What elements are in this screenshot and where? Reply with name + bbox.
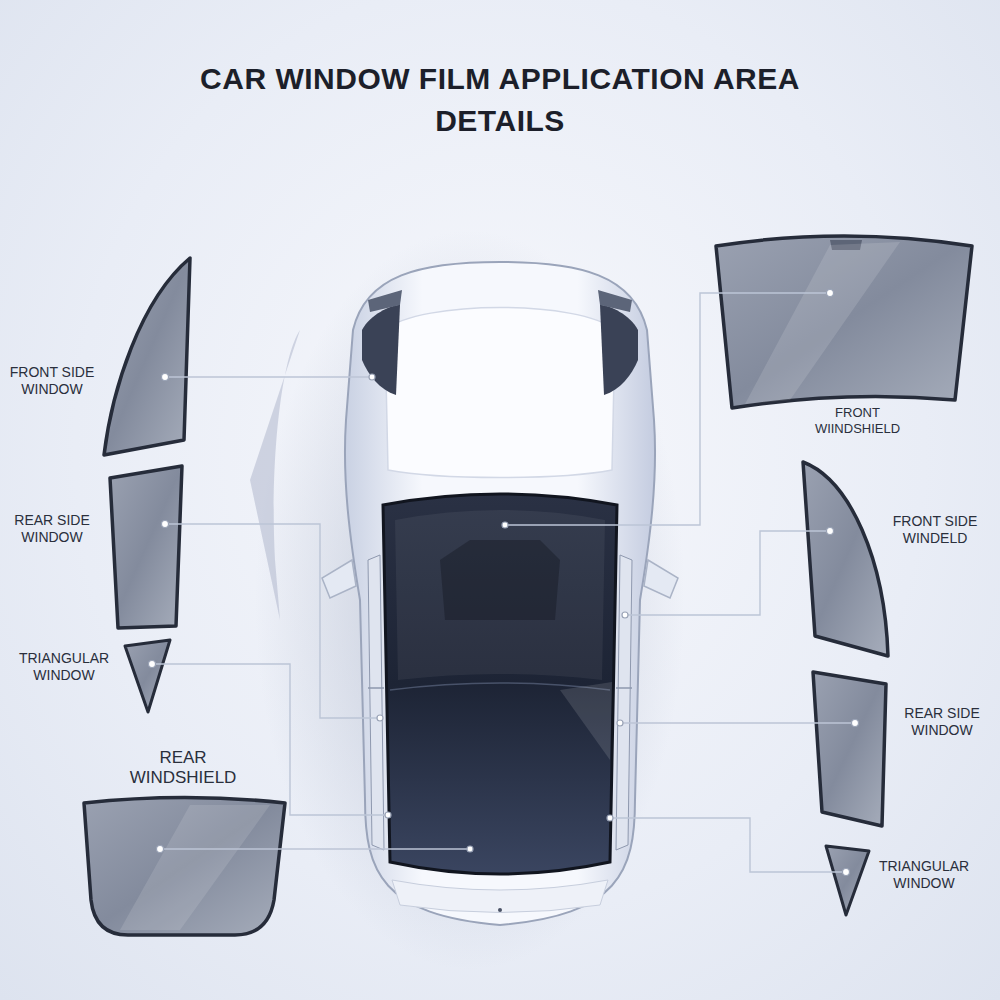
part-label: TRIANGULAR WINDOW <box>872 858 976 892</box>
diagram-title: CAR WINDOW FILM APPLICATION AREA DETAILS <box>190 58 810 142</box>
part-label: REAR WINDSHIELD <box>108 748 258 789</box>
part-label: REAR SIDE WINDOW <box>893 705 991 739</box>
part-label: TRIANGULAR WINDOW <box>12 650 116 684</box>
part-label: FRONT SIDE WINDOW <box>4 364 100 398</box>
part-label: FRONT SIDE WINDELD <box>886 513 984 547</box>
part-label: FRONT WIINDSHIELD <box>800 405 915 436</box>
part-label: REAR SIDE WINDOW <box>4 512 100 546</box>
